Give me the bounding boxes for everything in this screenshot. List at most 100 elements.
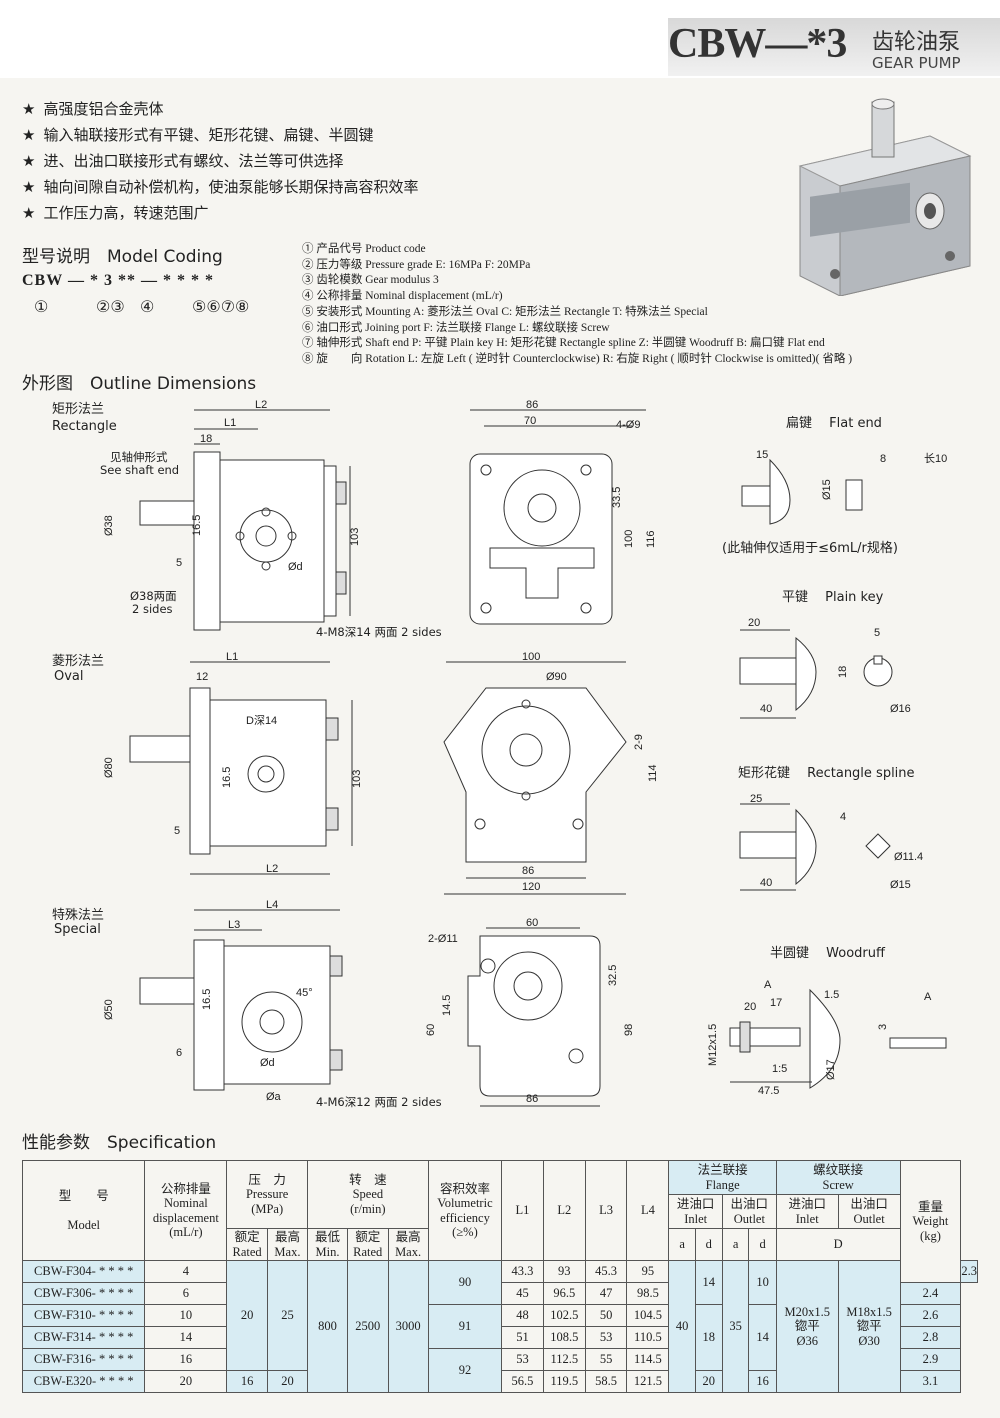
svg-text:6: 6 — [176, 1047, 182, 1059]
svg-text:2-9: 2-9 — [633, 734, 645, 750]
plain-key-diagram: 20 40 5 18 Ø16 — [739, 617, 911, 719]
feature-item: ★高强度铝合金壳体 — [22, 100, 164, 118]
svg-text:L1: L1 — [226, 651, 238, 663]
code-num-1: ① — [34, 299, 49, 316]
star-icon: ★ — [22, 100, 36, 118]
svg-text:M12x1.5: M12x1.5 — [707, 1024, 719, 1066]
feature-item: ★轴向间隙自动补偿机构，使油泵能够长期保持高容积效率 — [22, 178, 419, 196]
rect-front-view: 86 70 4-Ø9 33.5 100 116 — [469, 399, 657, 625]
table-row: CBW-F304- * * * * 4 20 25 800 2500 3000 … — [21, 1260, 978, 1393]
svg-text:Ø50: Ø50 — [103, 999, 115, 1020]
code-num-5-8: ⑤⑥⑦⑧ — [192, 299, 250, 316]
svg-text:16.5: 16.5 — [191, 515, 203, 536]
svg-text:40: 40 — [760, 877, 772, 889]
hdr-out-a: a — [721, 1228, 750, 1261]
special-front-view: 60 2-Ø11 32.5 14.5 60 98 86 — [425, 917, 635, 1107]
special-thread-note: 4-M6深12 两面 2 sides — [316, 1095, 442, 1109]
svg-text:L1: L1 — [224, 417, 236, 429]
svg-text:116: 116 — [645, 530, 657, 548]
header-band — [668, 18, 1000, 76]
hdr-L3: L3 — [584, 1160, 628, 1261]
svg-text:45°: 45° — [296, 987, 313, 999]
table-row: CBW-F310- * * * * 10 91 48 102.5 50 104.… — [21, 1304, 978, 1371]
svg-text:18: 18 — [200, 433, 212, 445]
svg-text:40: 40 — [760, 703, 772, 715]
special-side-view: L4 L3 Ø50 16.5 45° Ød 6 Øa — [103, 900, 343, 1103]
rect-label-cn: 矩形法兰 — [52, 402, 105, 417]
woodruff-label: 半圆键 Woodruff — [770, 946, 885, 961]
svg-text:98: 98 — [623, 1024, 635, 1036]
svg-text:103: 103 — [349, 528, 361, 546]
svg-text:60: 60 — [425, 1024, 437, 1036]
svg-text:1.5: 1.5 — [824, 989, 839, 1001]
rect-thread-note: 4-M8深14 两面 2 sides — [316, 625, 442, 639]
svg-text:Ød: Ød — [288, 561, 303, 573]
table-row: CBW-F316- * * * * 16 92 53 112.5 55 114.… — [21, 1348, 978, 1393]
svg-text:70: 70 — [524, 415, 536, 427]
svg-text:Ø16: Ø16 — [890, 703, 911, 715]
feature-item: ★工作压力高，转速范围广 — [22, 204, 209, 222]
feature-item: ★输入轴联接形式有平键、矩形花键、扁键、半圆键 — [22, 126, 374, 144]
gear-pump-image — [798, 98, 972, 296]
svg-text:120: 120 — [522, 881, 540, 893]
svg-text:114: 114 — [647, 764, 659, 782]
rect-side-view: L2 L1 18 103 Ø38 16.5 5 Ød — [103, 399, 361, 631]
svg-text:5: 5 — [174, 825, 180, 837]
svg-text:1:5: 1:5 — [772, 1063, 787, 1075]
svg-text:A: A — [924, 991, 932, 1003]
svg-text:17: 17 — [770, 997, 782, 1009]
hdr-screw-D: D — [775, 1228, 901, 1261]
svg-text:14.5: 14.5 — [441, 995, 453, 1016]
svg-text:8: 8 — [880, 453, 886, 465]
svg-text:16.5: 16.5 — [201, 989, 213, 1010]
svg-text:25: 25 — [750, 793, 762, 805]
coding-item: ⑦ 轴伸形式 Shaft end P: 平键 Plain key H: 矩形花键… — [302, 337, 825, 350]
shaft-note-cn: 见轴伸形式 — [110, 450, 168, 464]
oval-front-view: 100 Ø90 2-9 114 86 120 — [443, 652, 659, 895]
svg-text:3: 3 — [877, 1024, 889, 1030]
svg-text:12: 12 — [196, 671, 208, 683]
svg-text:D深14: D深14 — [246, 714, 277, 727]
svg-text:86: 86 — [522, 865, 534, 877]
svg-text:86: 86 — [526, 1093, 538, 1105]
svg-text:18: 18 — [837, 666, 849, 678]
coding-item: ③ 齿轮模数 Gear modulus 3 — [302, 274, 439, 287]
svg-text:A: A — [764, 979, 772, 991]
hdr-out-d: d — [748, 1228, 777, 1261]
svg-text:L3: L3 — [228, 919, 240, 931]
special-label-cn: 特殊法兰 — [52, 908, 105, 923]
model-code-string: CBW — * 3 ** — * * * * — [22, 272, 214, 289]
svg-text:Ø15: Ø15 — [890, 879, 911, 891]
svg-text:5: 5 — [874, 627, 880, 639]
title-cn: 齿轮油泵 — [872, 30, 961, 55]
two-sides-b: 2 sides — [132, 602, 173, 616]
code-num-4: ④ — [140, 299, 155, 316]
svg-text:20: 20 — [748, 617, 760, 629]
svg-text:60: 60 — [526, 917, 538, 929]
svg-text:16.5: 16.5 — [221, 767, 233, 788]
svg-text:5: 5 — [176, 557, 182, 569]
svg-text:15: 15 — [756, 449, 768, 461]
hdr-in-d: d — [694, 1228, 723, 1261]
spline-label: 矩形花键 Rectangle spline — [738, 766, 915, 781]
two-sides-a: Ø38两面 — [130, 589, 177, 603]
svg-text:20: 20 — [744, 1001, 756, 1013]
hdr-in-a: a — [668, 1228, 696, 1261]
coding-item: ④ 公称排量 Nominal displacement (mL/r) — [302, 290, 503, 303]
coding-item: ⑤ 安装形式 Mounting A: 菱形法兰 Oval C: 矩形法兰 Rec… — [302, 305, 708, 318]
page-header: CBW—*3 齿轮油泵 GEAR PUMP — [0, 0, 1000, 78]
svg-text:4: 4 — [840, 811, 846, 823]
woodruff-diagram: A 20 17 1.5 M12x1.5 1:5 Ø17 47.5 A 3 — [707, 979, 947, 1097]
shaft-note-en: See shaft end — [100, 463, 180, 477]
star-icon: ★ — [22, 126, 36, 144]
